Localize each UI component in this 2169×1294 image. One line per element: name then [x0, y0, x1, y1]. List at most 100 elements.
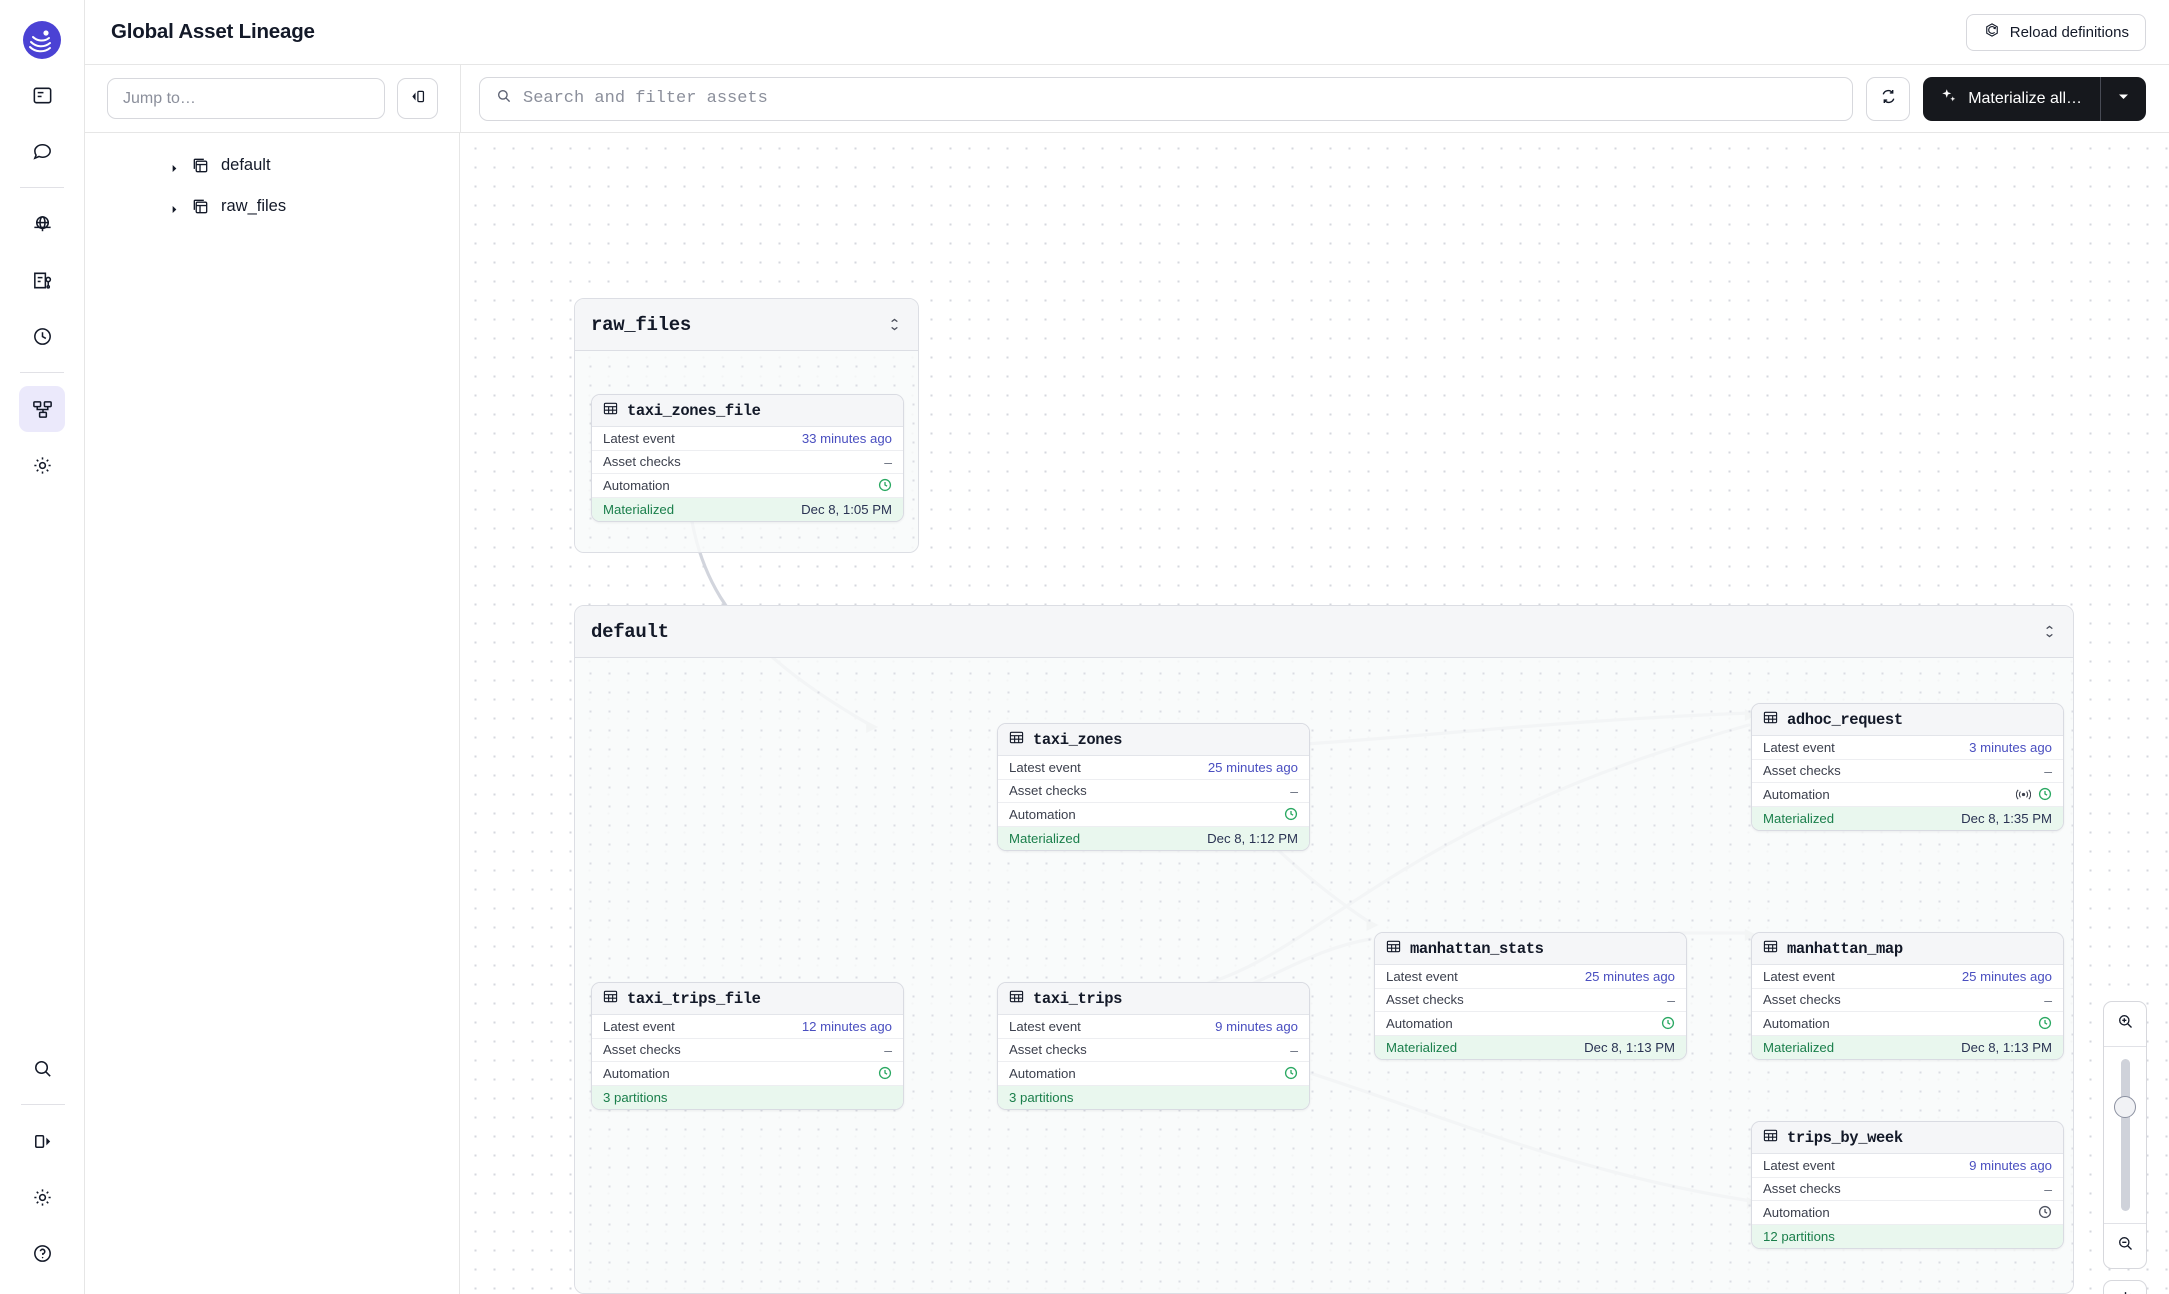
asset-node-header: trips_by_week [1752, 1122, 2063, 1154]
overview-icon[interactable] [19, 72, 65, 118]
status-value[interactable]: Dec 8, 1:13 PM [1961, 1040, 2052, 1055]
schedule-clock-icon-green[interactable] [1661, 1016, 1675, 1030]
asset-node-checks-row: Asset checks – [592, 1039, 903, 1063]
asset-node-name: taxi_trips [1033, 990, 1122, 1008]
search-and-filter-field[interactable] [479, 77, 1853, 121]
row-label: Asset checks [1009, 1042, 1087, 1057]
asset-node-header: taxi_trips_file [592, 983, 903, 1015]
schedule-clock-icon-green[interactable] [1284, 1066, 1298, 1080]
schedule-clock-icon-green[interactable] [878, 1066, 892, 1080]
schedule-clock-icon-gray[interactable] [2038, 1205, 2052, 1219]
row-label: Latest event [1763, 740, 1835, 755]
dagster-logo-icon[interactable] [20, 18, 64, 62]
asset-node-checks-row: Asset checks – [998, 1039, 1309, 1063]
row-label: Latest event [603, 431, 675, 446]
group-header-raw_files[interactable]: raw_files [575, 299, 918, 351]
status-value[interactable]: Dec 8, 1:05 PM [801, 502, 892, 517]
main-column: Global Asset Lineage Reload definitions [85, 0, 2169, 1294]
rail-divider-2 [20, 372, 64, 373]
left-nav-rail [0, 0, 85, 1294]
refresh-button[interactable] [1866, 77, 1910, 121]
runs-icon[interactable] [19, 128, 65, 174]
latest-event-value[interactable]: 25 minutes ago [1208, 760, 1298, 775]
asset-table-icon [603, 989, 618, 1009]
zoom-slider[interactable] [2103, 1047, 2147, 1223]
row-label: Automation [603, 478, 670, 493]
schedule-clock-icon-green[interactable] [878, 478, 892, 492]
jump-to-input[interactable] [107, 78, 385, 119]
row-label: Latest event [1386, 969, 1458, 984]
assets-globe-icon[interactable] [19, 201, 65, 247]
row-label: Automation [1763, 1016, 1830, 1031]
asset-node-taxi_zones_file[interactable]: taxi_zones_file Latest event 33 minutes … [591, 394, 904, 522]
lineage-graph-canvas[interactable]: raw_files default [460, 133, 2169, 1294]
help-circle-icon[interactable] [20, 1230, 66, 1276]
status-label: Materialized [1386, 1040, 1457, 1055]
status-value[interactable]: Dec 8, 1:13 PM [1584, 1040, 1675, 1055]
latest-event-value[interactable]: 9 minutes ago [1215, 1019, 1298, 1034]
zoom-out-button[interactable] [2103, 1224, 2147, 1268]
schedule-clock-icon-green[interactable] [2038, 1016, 2052, 1030]
tree-item-default[interactable]: default [85, 145, 459, 186]
asset-node-trips_by_week[interactable]: trips_by_week Latest event 9 minutes ago… [1751, 1121, 2064, 1249]
materialize-dropdown-button[interactable] [2101, 77, 2146, 121]
row-label: Asset checks [1386, 992, 1464, 1007]
status-value[interactable]: Dec 8, 1:12 PM [1207, 831, 1298, 846]
asset-checks-value: – [884, 454, 892, 470]
deployment-gear-icon[interactable] [19, 442, 65, 488]
asset-node-checks-row: Asset checks – [1752, 760, 2063, 784]
latest-event-value[interactable]: 25 minutes ago [1585, 969, 1675, 984]
materialize-all-button[interactable]: Materialize all… [1923, 77, 2146, 121]
collapse-sidebar-button[interactable] [397, 78, 438, 119]
latest-event-value[interactable]: 3 minutes ago [1969, 740, 2052, 755]
asset-node-header: taxi_zones [998, 724, 1309, 756]
asset-node-taxi_trips[interactable]: taxi_trips Latest event 9 minutes ago As… [997, 982, 1310, 1110]
asset-node-latest-event-row: Latest event 9 minutes ago [1752, 1154, 2063, 1178]
asset-table-icon [603, 401, 618, 421]
asset-node-taxi_trips_file[interactable]: taxi_trips_file Latest event 12 minutes … [591, 982, 904, 1110]
asset-node-manhattan_stats[interactable]: manhattan_stats Latest event 25 minutes … [1374, 932, 1687, 1060]
row-label: Asset checks [603, 454, 681, 469]
zoom-in-icon [2116, 1012, 2135, 1036]
collapse-group-icon[interactable] [886, 317, 902, 333]
asset-lineage-graph-icon[interactable] [19, 386, 65, 432]
reload-definitions-button[interactable]: Reload definitions [1966, 14, 2146, 51]
row-label: Automation [603, 1066, 670, 1081]
collapse-group-icon[interactable] [2041, 624, 2057, 640]
asset-table-icon [1009, 730, 1024, 750]
expand-panel-icon[interactable] [20, 1118, 66, 1164]
caret-right-icon[interactable] [169, 201, 180, 212]
asset-group-tree: default raw_files [85, 133, 460, 1294]
status-value[interactable]: Dec 8, 1:35 PM [1961, 811, 2052, 826]
group-header-default[interactable]: default [575, 606, 2073, 658]
tree-item-label: default [221, 156, 271, 175]
zoom-in-button[interactable] [2103, 1002, 2147, 1046]
tree-item-raw-files[interactable]: raw_files [85, 186, 459, 227]
latest-event-value[interactable]: 25 minutes ago [1962, 969, 2052, 984]
latest-event-value[interactable]: 12 minutes ago [802, 1019, 892, 1034]
zoom-slider-knob[interactable] [2114, 1096, 2136, 1118]
search-icon[interactable] [20, 1045, 66, 1091]
schedules-clock-icon[interactable] [19, 313, 65, 359]
asset-node-adhoc_request[interactable]: adhoc_request Latest event 3 minutes ago… [1751, 703, 2064, 831]
materialize-all-main[interactable]: Materialize all… [1923, 77, 2100, 121]
schedule-clock-icon-green[interactable] [2038, 787, 2052, 801]
settings-gear-icon[interactable] [20, 1174, 66, 1220]
latest-event-value[interactable]: 33 minutes ago [802, 431, 892, 446]
jobs-icon[interactable] [19, 257, 65, 303]
sensor-icon[interactable] [2016, 788, 2031, 801]
asset-checks-value: – [1290, 783, 1298, 799]
asset-node-manhattan_map[interactable]: manhattan_map Latest event 25 minutes ag… [1751, 932, 2064, 1060]
row-label: Asset checks [1763, 1181, 1841, 1196]
rail-divider-3 [21, 1104, 65, 1105]
schedule-clock-icon-green[interactable] [1284, 807, 1298, 821]
latest-event-value[interactable]: 9 minutes ago [1969, 1158, 2052, 1173]
graph-settings-button[interactable] [2103, 1280, 2147, 1294]
zoom-controls [2103, 1001, 2147, 1294]
asset-node-header: adhoc_request [1752, 704, 2063, 736]
asset-node-status-row: 3 partitions [592, 1086, 903, 1110]
search-input[interactable] [523, 89, 1837, 108]
zoom-slider-track [2121, 1059, 2130, 1211]
caret-right-icon[interactable] [169, 160, 180, 171]
asset-node-taxi_zones[interactable]: taxi_zones Latest event 25 minutes ago A… [997, 723, 1310, 851]
